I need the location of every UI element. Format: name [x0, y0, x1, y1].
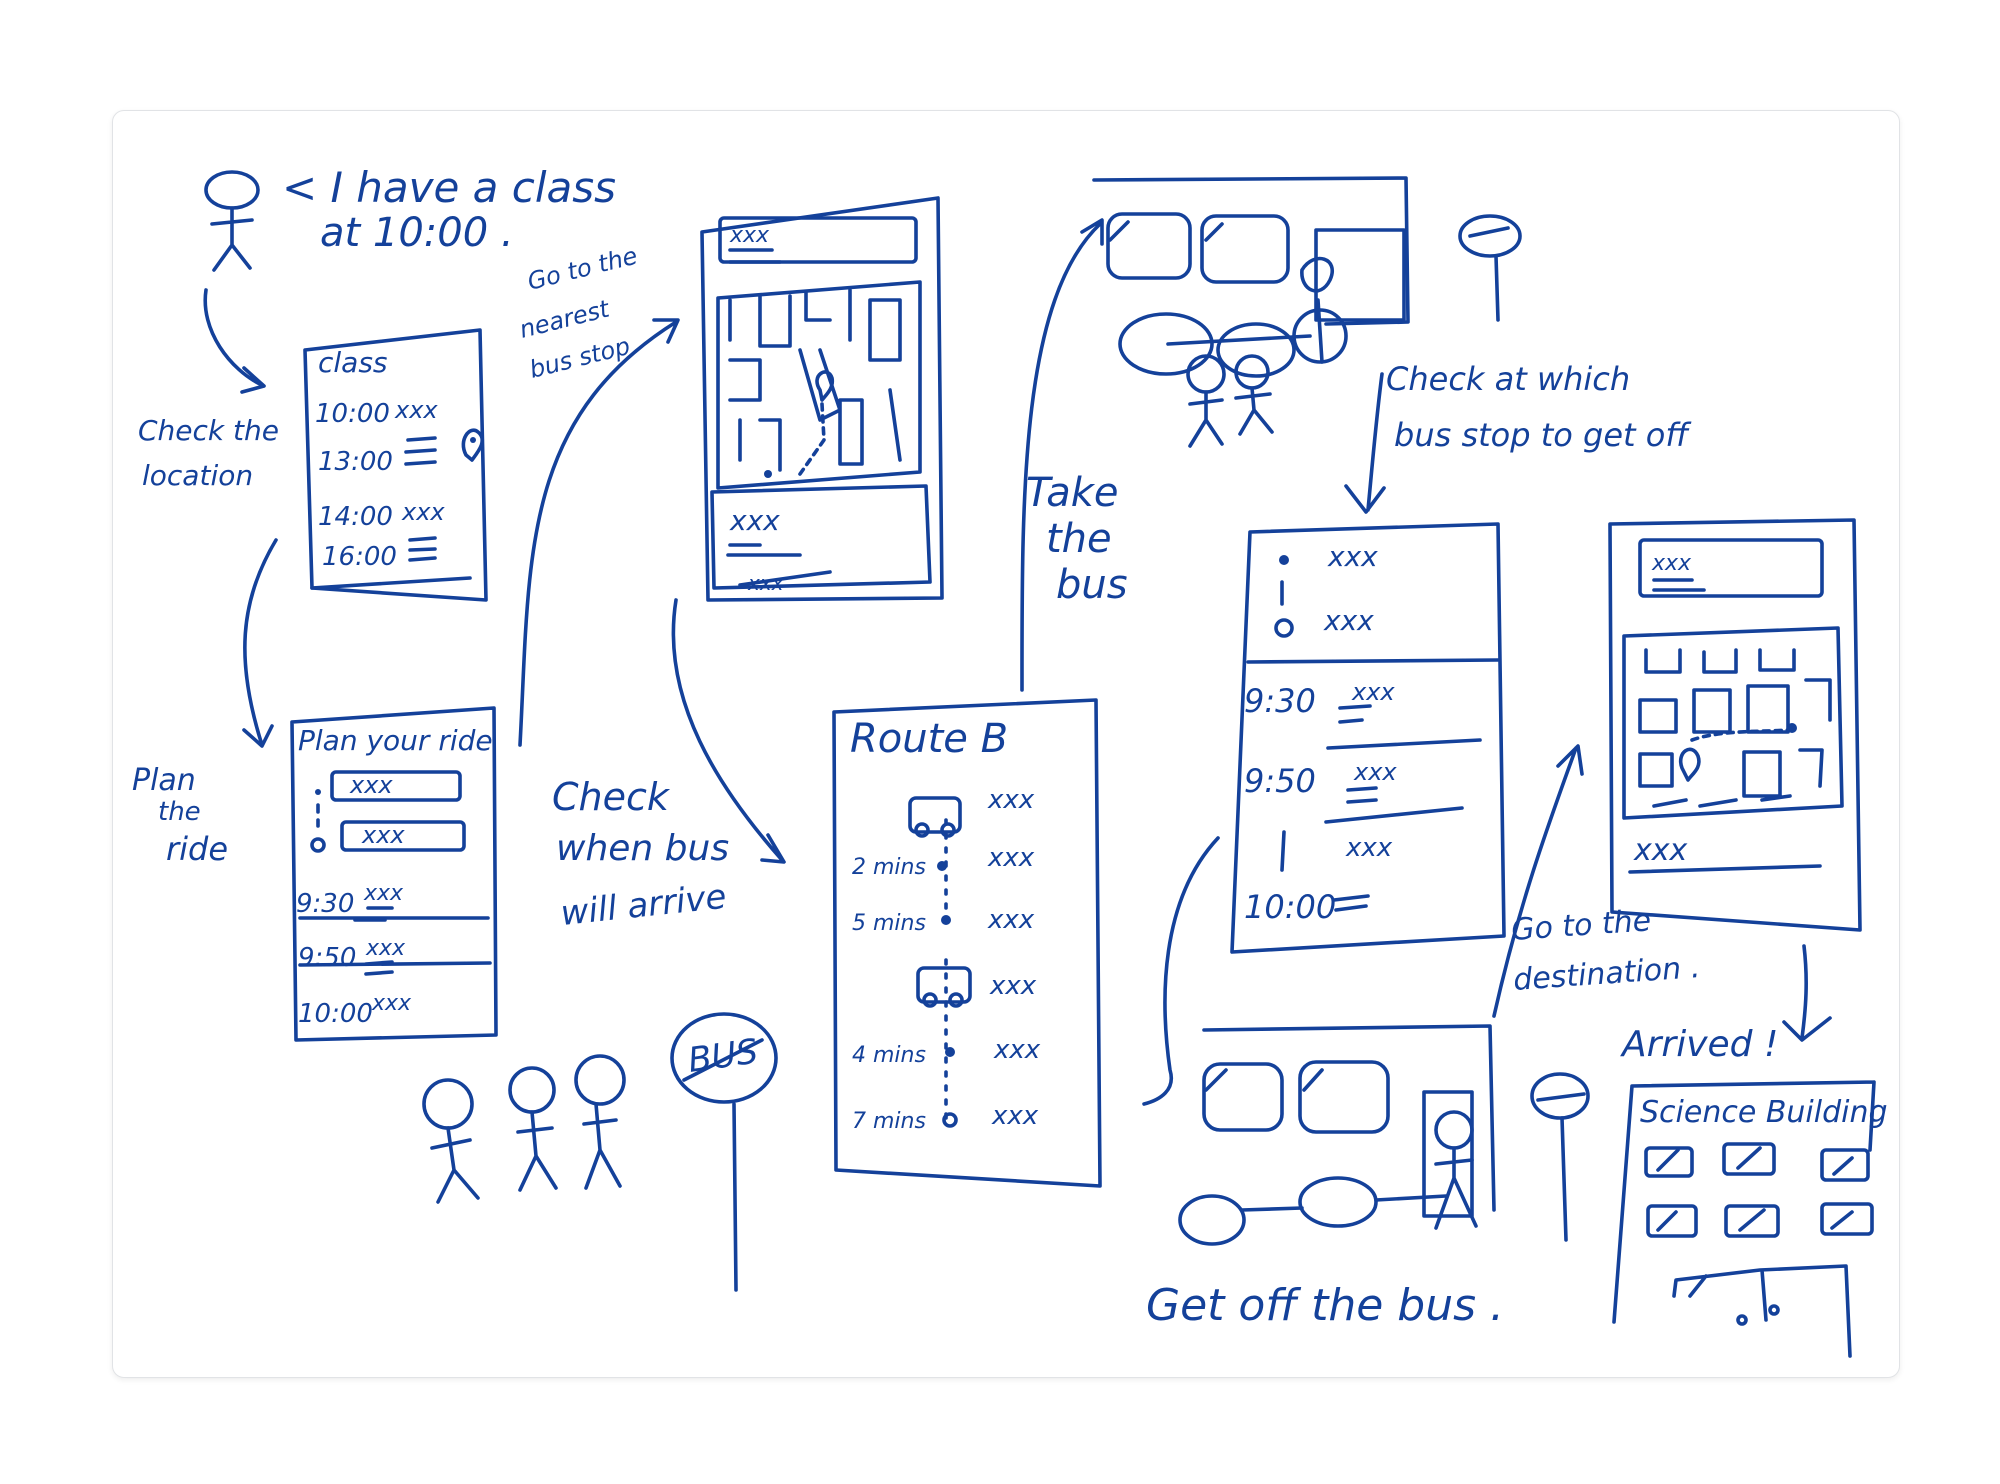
plan-to: xxx — [361, 821, 405, 849]
student-figure — [204, 170, 260, 272]
bus-interior-illustration — [1092, 176, 1410, 448]
step-nearest-1: Go to the — [525, 242, 640, 296]
route-stop-5-name: xxx — [993, 1035, 1041, 1065]
science-building-illustration — [1612, 1080, 1876, 1358]
map-screen — [700, 196, 944, 602]
plan-row-1-text: xxx — [363, 881, 404, 906]
class-row-1-text: xxx — [394, 396, 438, 424]
route-stop-5-mins: 4 mins — [852, 1043, 926, 1068]
route-stop-2-mins: 2 mins — [852, 855, 926, 880]
step-plan-3: ride — [166, 830, 228, 868]
route-stop-4-name: xxx — [989, 971, 1037, 1001]
arrow-class-to-plan — [242, 538, 278, 748]
step-nearest-3: bus stop — [527, 332, 633, 384]
plan-screen — [290, 706, 498, 1042]
trip-row-3-text: xxx — [1345, 833, 1393, 863]
step-arrival-3: will arrive — [559, 877, 729, 934]
dest-search-text: xxx — [1651, 551, 1692, 576]
step-take-bus-1: Take — [1026, 470, 1119, 516]
plan-row-3-time: 10:00 — [298, 999, 373, 1029]
step-arrival-2: when bus — [556, 828, 729, 869]
dest-footer-text: xxx — [1633, 833, 1688, 868]
bus-sign-text: BUS — [686, 1032, 761, 1081]
step-arrived: Arrived ! — [1620, 1024, 1778, 1065]
bus-exit-illustration — [1178, 1024, 1496, 1246]
trip-row-4-time: 10:00 — [1244, 888, 1336, 926]
trip-screen — [1230, 522, 1506, 954]
class-row-3-text: xxx — [401, 498, 445, 526]
arrow-trip-to-getoff — [1142, 836, 1220, 1106]
bus-stop-sign-top — [1458, 214, 1522, 322]
bus-stop-sign — [670, 1012, 778, 1292]
route-stop-6-mins: 7 mins — [852, 1109, 926, 1134]
speech-line-2: at 10:00 . — [320, 210, 514, 256]
arrow-plan-to-map — [518, 318, 680, 747]
step-check-location-1: Check the — [138, 414, 279, 447]
plan-row-2-text: xxx — [365, 936, 406, 961]
speech-line-1: < I have a class — [282, 163, 616, 212]
arrow-to-building — [1782, 944, 1832, 1042]
step-destination-2: destination . — [1512, 950, 1701, 998]
route-stop-2-name: xxx — [987, 843, 1035, 873]
plan-row-3-text: xxx — [371, 991, 412, 1016]
step-arrival-1: Check — [552, 775, 671, 819]
step-nearest-2: nearest — [517, 294, 614, 344]
building-name: Science Building — [1640, 1095, 1888, 1130]
step-get-off-check-2: bus stop to get off — [1394, 416, 1692, 454]
trip-row-1-text: xxx — [1351, 678, 1395, 706]
route-screen — [832, 698, 1102, 1188]
plan-from: xxx — [349, 771, 393, 799]
route-stop-3-name: xxx — [987, 905, 1035, 935]
class-row-2-time: 13:00 — [318, 447, 393, 477]
map-card-link: xxx — [747, 571, 784, 595]
step-get-off: Get off the bus . — [1146, 1280, 1504, 1331]
class-row-3-time: 14:00 — [318, 502, 393, 532]
arrow-map-to-route — [671, 598, 786, 864]
route-stop-1-name: xxx — [987, 785, 1035, 815]
arrow-to-trip — [1344, 372, 1386, 514]
waiting-people — [422, 1054, 626, 1204]
route-stop-3-mins: 5 mins — [852, 911, 926, 936]
trip-row-2-text: xxx — [1353, 758, 1397, 786]
trip-row-2-time: 9:50 — [1244, 762, 1316, 800]
arrow-route-to-bus — [1020, 218, 1104, 692]
trip-from: xxx — [1327, 540, 1378, 573]
step-take-bus-2: the — [1046, 516, 1112, 562]
map-search-text: xxx — [729, 223, 770, 248]
plan-title: Plan your ride — [298, 724, 493, 757]
location-pin-icon — [461, 428, 484, 462]
trip-row-1-time: 9:30 — [1244, 682, 1316, 720]
arrow-person-to-class — [203, 288, 266, 394]
route-title: Route B — [850, 716, 1008, 762]
step-destination-1: Go to the — [1510, 903, 1652, 948]
class-title: class — [318, 346, 388, 379]
class-row-4-time: 16:00 — [322, 542, 397, 572]
sketch-card — [112, 110, 1900, 1378]
step-take-bus-3: bus — [1056, 562, 1128, 608]
map-card-title: xxx — [729, 504, 780, 537]
plan-row-2-time: 9:50 — [298, 943, 356, 973]
class-screen — [303, 328, 488, 602]
step-get-off-check-1: Check at which — [1386, 360, 1630, 398]
arrow-to-destination — [1492, 744, 1584, 1018]
trip-to: xxx — [1323, 604, 1374, 637]
step-check-location-2: location — [142, 459, 253, 492]
plan-row-1-time: 9:30 — [296, 889, 354, 919]
class-row-1-time: 10:00 — [315, 399, 390, 429]
route-stop-6-name: xxx — [991, 1101, 1039, 1131]
step-plan-2: the — [158, 797, 201, 827]
destination-screen — [1608, 518, 1862, 932]
bus-stop-sign-bottom — [1530, 1072, 1590, 1242]
step-plan-1: Plan — [132, 763, 196, 798]
